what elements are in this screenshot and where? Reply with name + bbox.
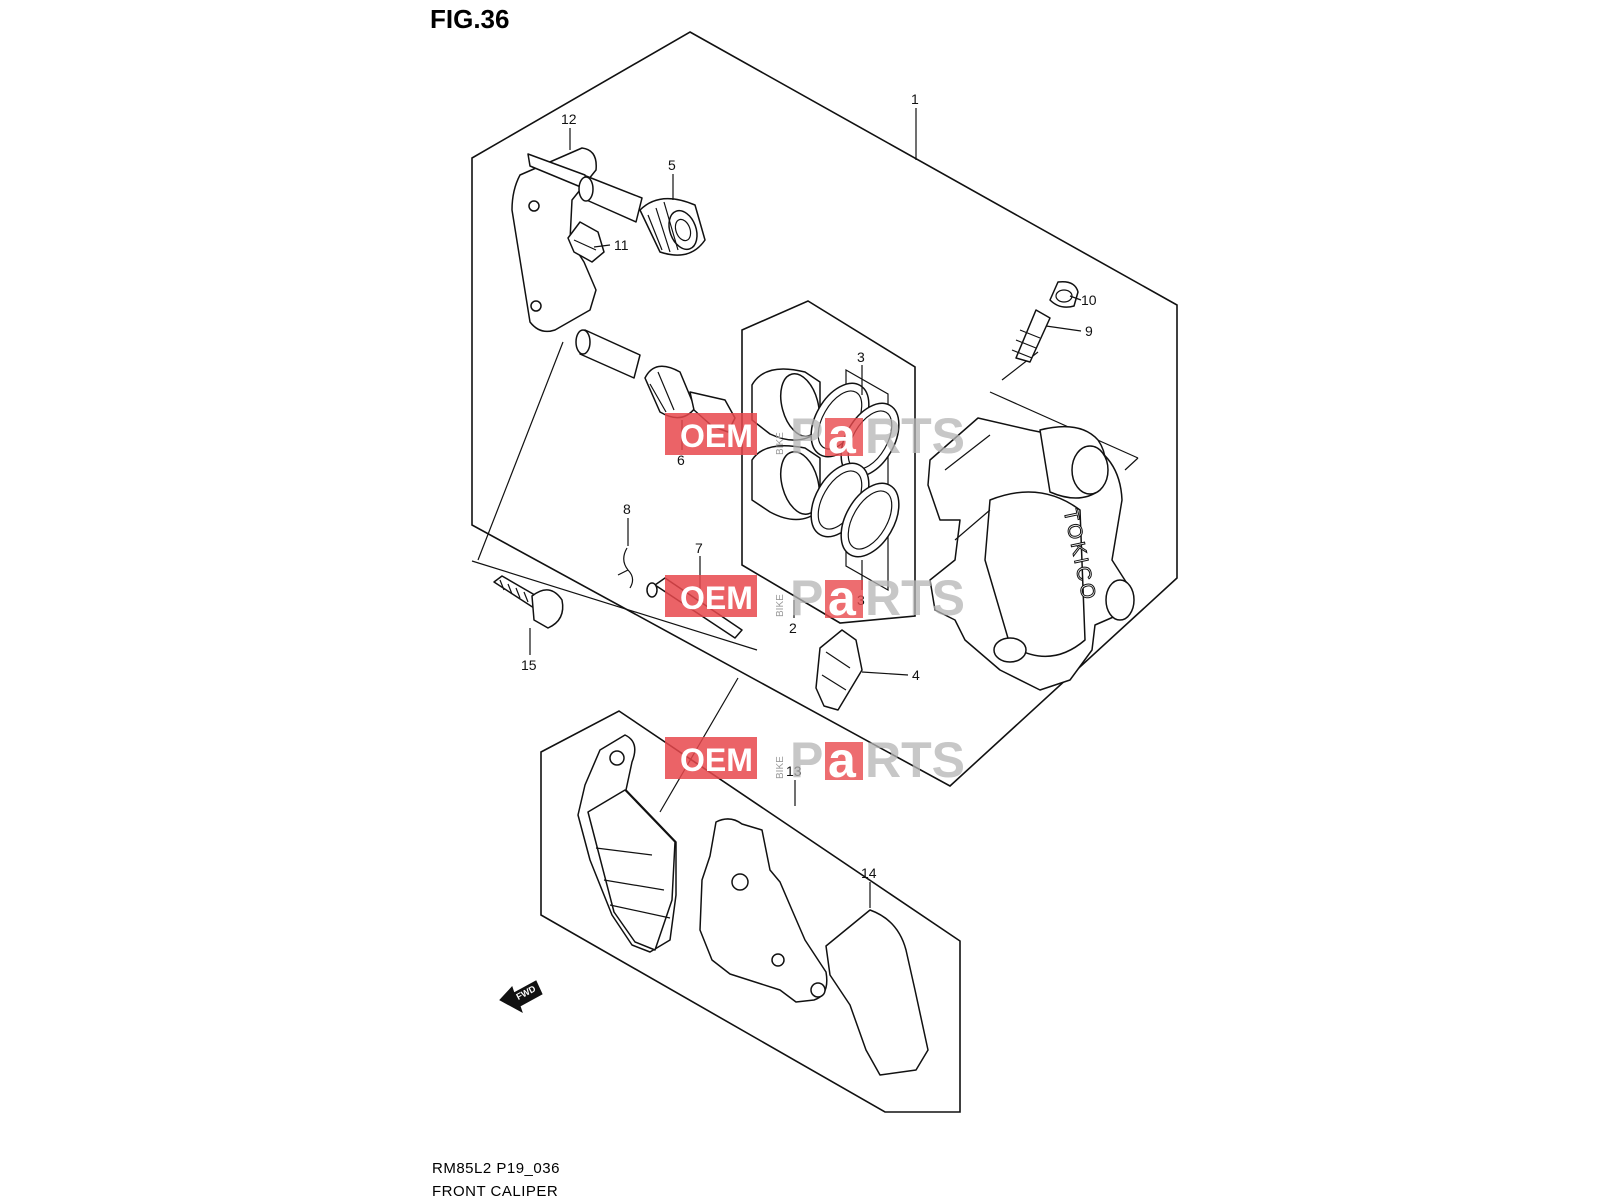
callout-6: 6 [677,452,685,468]
watermark-parts-a: a [828,408,857,464]
callout-15: 15 [521,657,537,673]
watermark-3: OEM BIKE P a RTS [665,732,965,788]
watermark-parts-rts: RTS [865,732,965,788]
watermark-parts-a: a [828,570,857,626]
watermark-oem: OEM [680,742,753,778]
pad-clip-11 [567,221,605,263]
connector-line [1124,457,1139,471]
pin-boot-5 [639,197,706,256]
callout-3a: 3 [857,349,865,365]
callout-7: 7 [695,540,703,556]
drawing-code: RM85L2 P19_036 [432,1160,560,1177]
watermark-bike: BIKE [775,756,786,779]
callout-12: 12 [561,111,577,127]
callout-14: 14 [861,865,877,881]
connector-line [989,391,1139,459]
watermark-parts-a: a [828,732,857,788]
caliper-bracket-12 [511,147,643,379]
watermark-parts-p: P [790,732,823,788]
callout-8: 8 [623,501,631,517]
piston-kit-box-2 [741,300,916,624]
pistons-2 [751,368,821,521]
forward-arrow-icon: FWD [499,980,543,1014]
pad-shim-14 [825,909,929,1076]
callout-1: 1 [911,91,919,107]
watermark-parts-p: P [790,408,823,464]
watermark-parts-p: P [790,570,823,626]
mounting-bolt-15 [493,575,564,629]
pad-spring-4 [815,629,863,711]
assembly-boundary-1 [471,31,1178,787]
watermark-oem: OEM [680,580,753,616]
connector-line [471,560,758,651]
pad-box-13 [540,710,961,1113]
watermark-2: OEM BIKE P a RTS [665,570,965,626]
caliper-body-1: TOKICO [927,417,1135,691]
callout-numbers: 1 2 3 3 4 5 6 7 8 9 10 11 12 13 14 15 [521,91,1097,881]
callout-4: 4 [912,667,920,683]
connector-line [477,341,564,561]
callout-13: 13 [786,763,802,779]
pad-pin-clip-8 [617,547,634,589]
callout-11: 11 [614,237,629,253]
callout-10: 10 [1081,292,1097,308]
callout-5: 5 [668,157,676,173]
brake-pads-13 [577,734,828,1003]
watermark-1: OEM BIKE P a RTS [665,408,965,464]
watermark-parts-rts: RTS [865,570,965,626]
watermark-bike: BIKE [775,594,786,617]
watermark-parts-rts: RTS [865,408,965,464]
watermark-oem: OEM [680,418,753,454]
figure-title: FIG.36 [430,4,510,34]
bleeder-cap-10 [1049,280,1079,308]
watermark-bike: BIKE [775,432,786,455]
callout-9: 9 [1085,323,1093,339]
drawing-name: FRONT CALIPER [432,1183,559,1200]
callout-2: 2 [789,620,797,636]
bleeder-valve-9 [1011,309,1051,363]
